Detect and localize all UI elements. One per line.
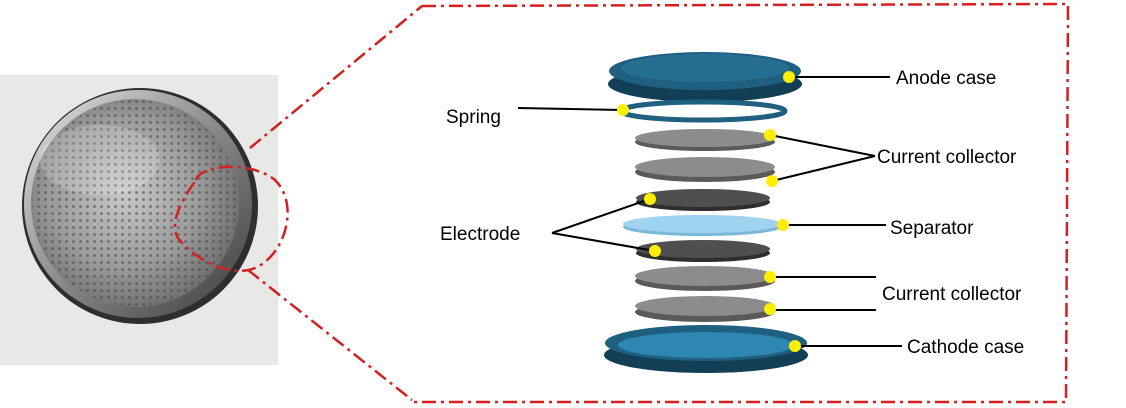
current-collector-bottom-1	[635, 266, 775, 291]
separator	[623, 215, 781, 236]
label-electrode: Electrode	[440, 224, 520, 245]
yellow-dot-marker	[789, 340, 801, 352]
current-collector-bottom-2	[635, 296, 775, 322]
labels: Anode case Spring Current collector Elec…	[440, 68, 1024, 358]
current-collector-top-2	[635, 157, 775, 182]
current-collector-top-1	[635, 129, 775, 151]
zoom-region-outline	[173, 165, 289, 273]
spring	[618, 99, 788, 123]
leader-electrode-a	[551, 198, 651, 234]
anode-case	[608, 52, 802, 102]
yellow-dot-marker	[649, 245, 661, 257]
yellow-dot-marker	[764, 303, 776, 315]
markers	[617, 71, 801, 352]
electrode-bottom	[636, 240, 770, 262]
leader-lines	[517, 76, 902, 347]
leader-collector-top-a	[769, 134, 876, 157]
label-spring: Spring	[446, 107, 501, 128]
yellow-dot-marker	[764, 271, 776, 283]
callout-frame	[412, 2, 1070, 404]
yellow-dot-marker	[766, 175, 778, 187]
leader-spring	[517, 107, 623, 111]
yellow-dot-marker	[644, 193, 656, 205]
callout-line-top	[249, 5, 423, 149]
coin-cell-photo	[0, 75, 278, 365]
electrode-top	[636, 189, 770, 211]
label-anode-case: Anode case	[896, 68, 996, 89]
component-stack	[604, 52, 808, 373]
leader-collector-top-b	[771, 155, 876, 182]
yellow-dot-marker	[777, 219, 789, 231]
yellow-dot-marker	[617, 104, 629, 116]
label-current-collector-bottom: Current collector	[882, 284, 1022, 305]
zoom-callout	[173, 2, 1070, 404]
leader-electrode-b	[551, 232, 656, 252]
label-separator: Separator	[890, 218, 974, 239]
label-cathode-case: Cathode case	[907, 337, 1024, 358]
cathode-case	[604, 325, 808, 373]
yellow-dot-marker	[783, 71, 795, 83]
callout-line-bottom	[247, 269, 413, 401]
yellow-dot-marker	[764, 129, 776, 141]
label-current-collector-top: Current collector	[877, 147, 1017, 168]
